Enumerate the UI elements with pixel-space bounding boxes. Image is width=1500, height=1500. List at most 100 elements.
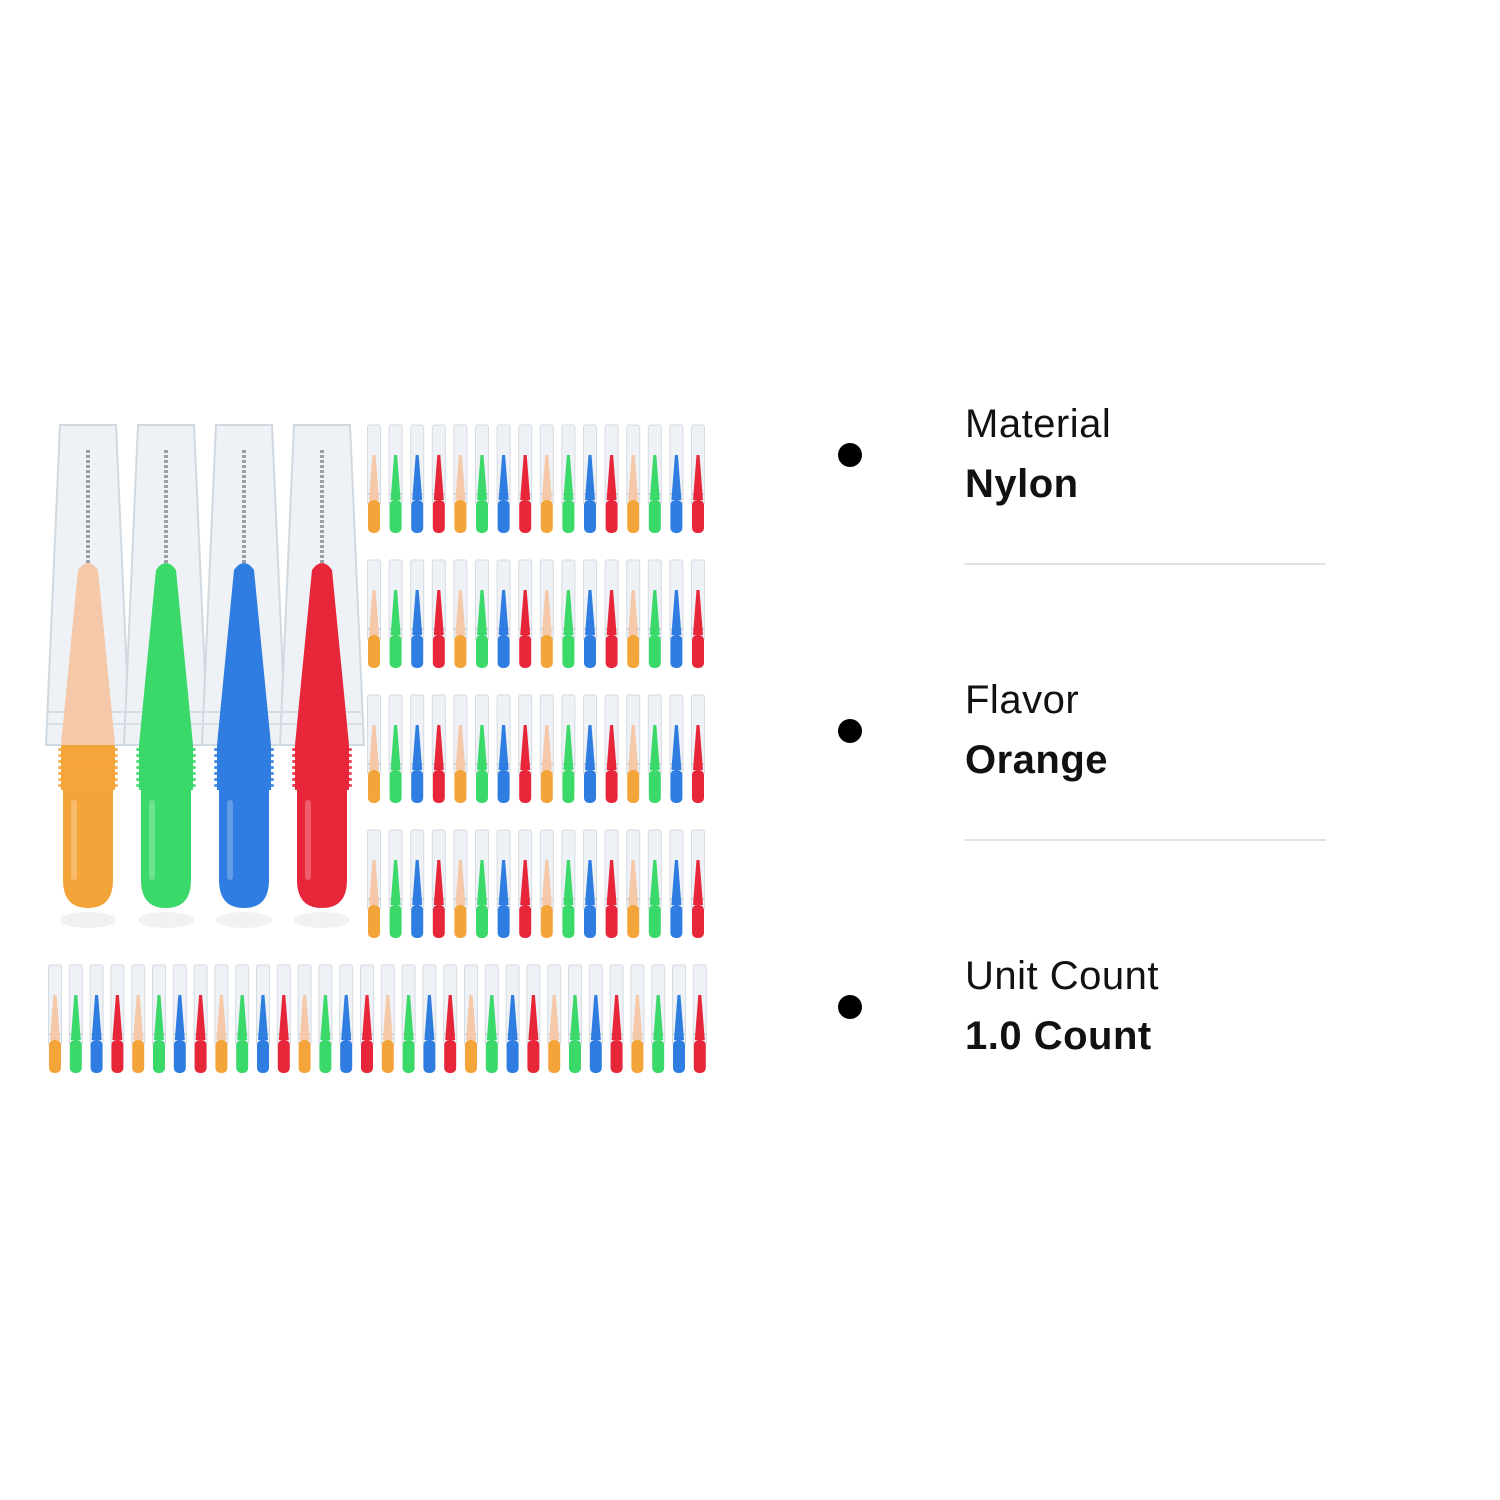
small-brush (339, 964, 354, 1073)
divider (964, 839, 1326, 841)
small-brush (152, 964, 166, 1073)
large-brush (278, 424, 366, 928)
small-brush (475, 424, 489, 533)
small-brush (410, 424, 425, 533)
small-brush (647, 559, 662, 668)
small-brush (588, 964, 603, 1073)
small-brush (367, 694, 381, 803)
large-brush (122, 424, 210, 928)
small-brush (431, 829, 446, 938)
small-brush (626, 559, 641, 668)
small-brush (672, 964, 686, 1073)
small-brush (388, 559, 403, 668)
small-brush (388, 829, 403, 938)
small-brush (647, 424, 662, 533)
small-brush (367, 559, 381, 668)
small-brush (539, 424, 554, 533)
bullet-icon (838, 995, 862, 1019)
small-brush (256, 964, 270, 1073)
small-brush (464, 964, 478, 1073)
bullet-icon (838, 443, 862, 467)
small-brush (647, 829, 662, 938)
small-brush (48, 964, 62, 1073)
small-brush (568, 964, 582, 1073)
brush-illustration (44, 424, 707, 1073)
small-brush (453, 424, 468, 533)
small-brush (68, 964, 83, 1073)
spec-value: Nylon (965, 462, 1079, 506)
large-brush (44, 424, 132, 928)
small-brush (410, 559, 425, 668)
small-brush (431, 694, 446, 803)
small-brush (410, 829, 425, 938)
small-brush (235, 964, 250, 1073)
small-brush (691, 829, 705, 938)
small-brush (214, 964, 229, 1073)
small-brush (604, 694, 619, 803)
small-brush (539, 694, 554, 803)
small-brush (388, 694, 403, 803)
small-brush (669, 424, 684, 533)
small-brush (604, 829, 619, 938)
small-brush (609, 964, 624, 1073)
small-brush (360, 964, 374, 1073)
small-brush (561, 424, 576, 533)
bullet-icon (838, 719, 862, 743)
small-brush (583, 559, 597, 668)
small-brush (367, 829, 381, 938)
small-brush (583, 694, 597, 803)
small-brush (604, 424, 619, 533)
small-brush (453, 559, 468, 668)
small-brush (496, 559, 511, 668)
small-brush (172, 964, 187, 1073)
small-brush (691, 694, 705, 803)
small-brush (410, 694, 425, 803)
small-brush (692, 964, 707, 1073)
small-brush (647, 694, 662, 803)
spec-label: Material (965, 402, 1112, 446)
small-brush (496, 694, 511, 803)
small-brush (505, 964, 520, 1073)
small-brush (422, 964, 437, 1073)
spec-label: Unit Count (965, 954, 1159, 998)
small-brush (475, 559, 489, 668)
small-brush (453, 694, 468, 803)
small-brush (401, 964, 416, 1073)
spec-value: 1.0 Count (965, 1014, 1152, 1058)
small-brush (669, 559, 684, 668)
small-brush (110, 964, 125, 1073)
small-brush (89, 964, 104, 1073)
small-brush (367, 424, 381, 533)
small-brush (691, 559, 705, 668)
small-brush (475, 694, 489, 803)
small-brush (626, 424, 641, 533)
small-brush (518, 694, 533, 803)
small-brush (431, 559, 446, 668)
small-brush (651, 964, 666, 1073)
small-brush (626, 694, 641, 803)
divider (964, 563, 1326, 565)
small-brush (626, 829, 641, 938)
small-brush (318, 964, 333, 1073)
large-brush (200, 424, 288, 928)
small-brush (669, 829, 684, 938)
small-brush (691, 424, 705, 533)
small-brush (604, 559, 619, 668)
small-brush (453, 829, 468, 938)
small-brush (496, 829, 511, 938)
small-brush (630, 964, 645, 1073)
small-brush (539, 559, 554, 668)
small-brush (518, 559, 533, 668)
small-brush (561, 559, 576, 668)
small-brush (547, 964, 562, 1073)
small-brush (583, 829, 597, 938)
small-brush (431, 424, 446, 533)
small-brush (669, 694, 684, 803)
small-brush (518, 829, 533, 938)
spec-label: Flavor (965, 678, 1080, 722)
small-brush (131, 964, 146, 1073)
small-brush (297, 964, 312, 1073)
small-brush (276, 964, 291, 1073)
spec-value: Orange (965, 738, 1109, 782)
small-brush (561, 829, 576, 938)
